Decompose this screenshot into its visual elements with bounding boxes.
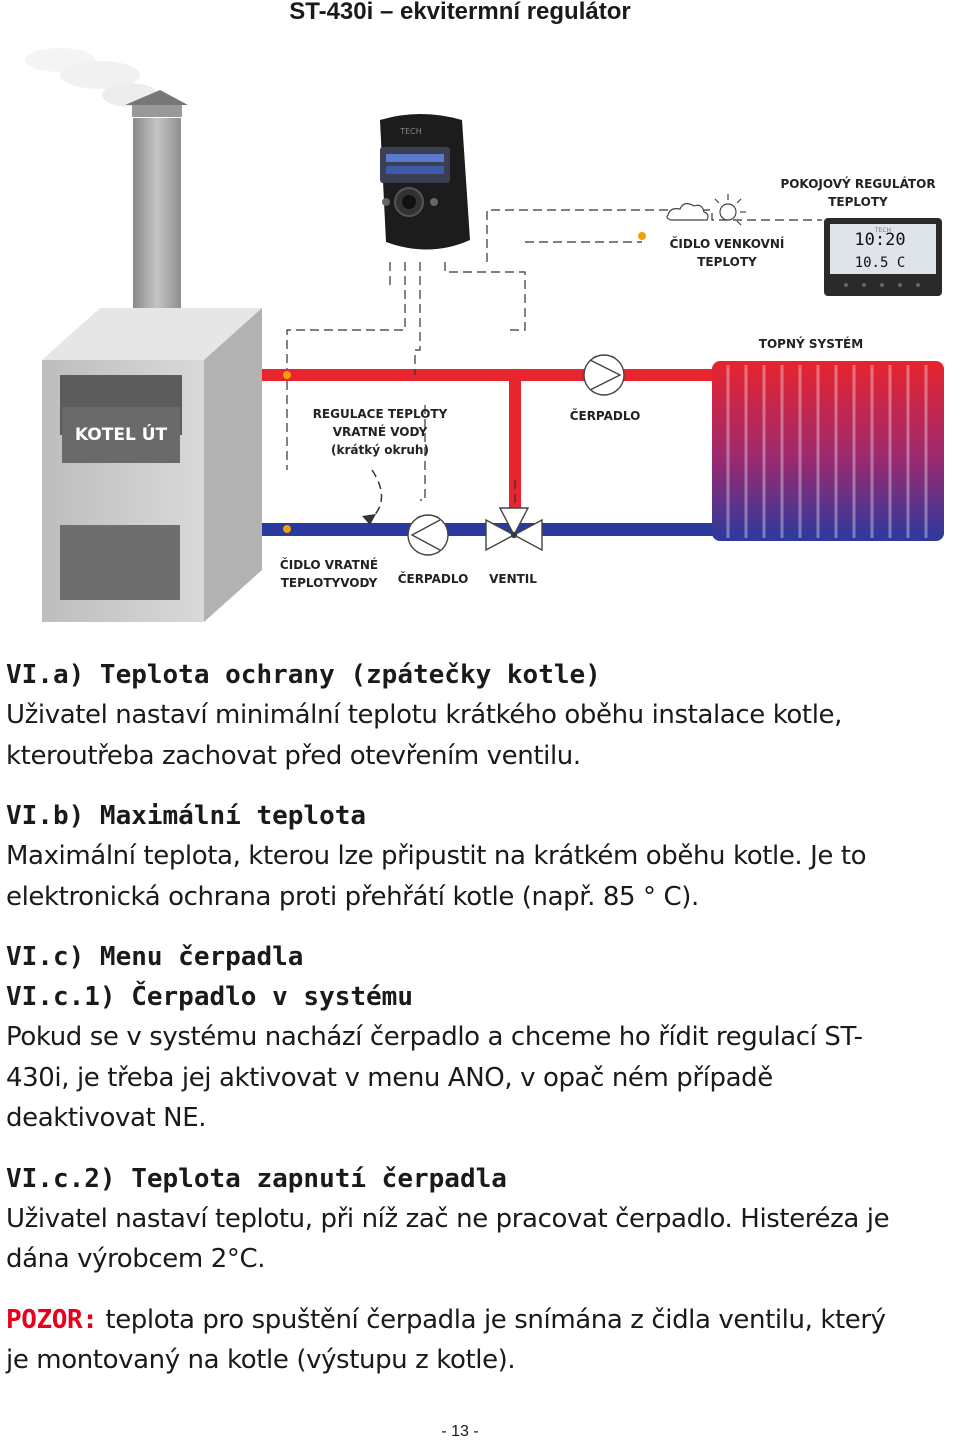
section-a-line2: kteroutřeba zachovat před otevřením vent… [6, 740, 581, 771]
page-number: - 13 - [441, 1423, 479, 1440]
pump-bottom-label: ČERPADLO [397, 572, 469, 586]
section-c2-line1: Uživatel nastaví teplotu, při níž zač ne… [6, 1203, 890, 1234]
section-c1-line1: Pokud se v systému nachází čerpadlo a ch… [6, 1022, 863, 1052]
thermostat-temp: 10.5 C [855, 255, 906, 271]
smoke [25, 48, 158, 107]
pump-top-label: ČERPADLO [569, 409, 641, 423]
section-b-line1: Maximální teplota, kterou lze připustit … [6, 841, 867, 871]
section-c1-line2: 430i, je třeba jej aktivovat v menu ANO,… [6, 1062, 773, 1093]
section-b-line2: elektronická ochrana proti přehřátí kotl… [6, 881, 699, 912]
section-c1-line3: deaktivovat NE. [6, 1103, 207, 1133]
circulation-arrow [369, 469, 383, 521]
room-thermostat: 10:20 10.5 C TECH [824, 218, 942, 296]
radiator [712, 361, 944, 541]
heating-system-label: TOPNÝ SYSTÉM [758, 337, 864, 351]
weather-icon [666, 194, 746, 226]
section-a-line1: Uživatel nastaví minimální teplotu krátk… [6, 700, 843, 730]
section-c-heading: VI.c) Menu čerpadla [6, 942, 304, 972]
valve-label: VENTIL [489, 572, 537, 586]
warning-label: POZOR: [6, 1304, 98, 1335]
section-b-heading: VI.b) Maximální teplota [6, 801, 367, 831]
warning-line1: POZOR: teplota pro spuštění čerpadla je … [6, 1304, 886, 1335]
pump-top-icon [583, 354, 625, 396]
manual-text: VI.a) Teplota ochrany (zpátečky kotle) U… [0, 655, 960, 1381]
page-header: ST-430i – ekvitermní regulátor [289, 0, 631, 25]
chimney [125, 90, 188, 328]
controller-brand: TECH [399, 127, 422, 136]
boiler-body [42, 308, 262, 622]
pump-bottom-icon [407, 514, 449, 556]
thermostat-brand: TECH [874, 227, 891, 234]
section-c2-line2: dána výrobcem 2°C. [6, 1244, 266, 1274]
thermostat-time: 10:20 [854, 230, 905, 250]
valve-icon [485, 507, 543, 552]
boiler-label: KOTEL ÚT [62, 407, 180, 463]
heating-system-diagram: TECH 10:20 10.5 C TECH [0, 30, 960, 650]
section-c1-heading: VI.c.1) Čerpadlo v systému [6, 982, 413, 1012]
section-c2-heading: VI.c.2) Teplota zapnutí čerpadla [6, 1163, 507, 1194]
warning-line2: je montovaný na kotle (výstupu z kotle). [6, 1345, 516, 1375]
section-a-heading: VI.a) Teplota ochrany (zpátečky kotle) [6, 660, 601, 690]
controller-device: TECH [380, 114, 470, 250]
